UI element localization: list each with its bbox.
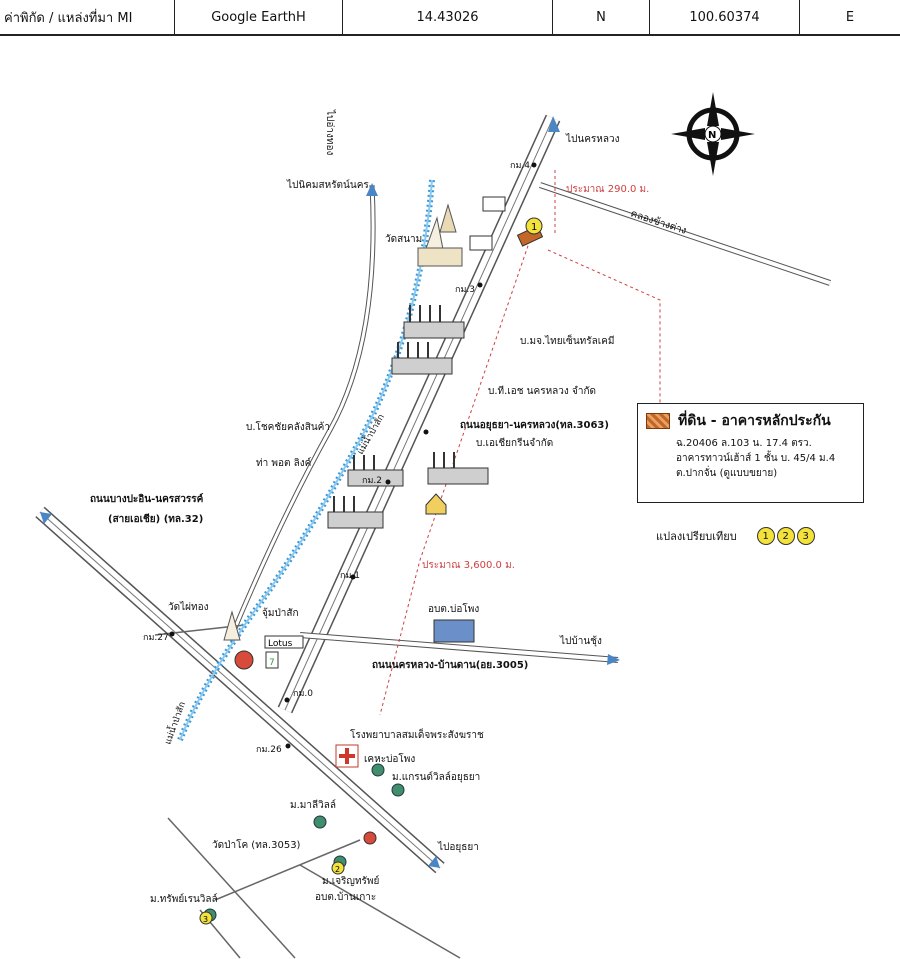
distance-lines xyxy=(379,170,661,716)
label-a-rian: บ.เอเชียกรีนจำกัด xyxy=(476,437,553,449)
label-km3: กม.3 xyxy=(455,285,475,295)
label-village-c: ม.เจริญทรัพย์ xyxy=(322,875,379,887)
legend-line-3: ต.ปากจั่น (ดูแบบขยาย) xyxy=(676,468,778,479)
label-km4: กม.4 xyxy=(510,161,530,171)
label-obt-ban-ko: อบต.บ้านเกาะ xyxy=(315,891,376,903)
arrow-se-icon xyxy=(428,856,440,868)
label-village-b: ม.มาลีวิลล์ xyxy=(290,799,336,811)
arrow-nw-icon xyxy=(40,512,52,524)
location-map: 1 xyxy=(35,92,831,959)
label-village-d: ม.ทรัพย์เรนวิลล์ xyxy=(150,893,218,905)
road-3005 xyxy=(299,632,620,665)
label-dist-3600: ประมาณ 3,600.0 ม. xyxy=(422,560,515,571)
label-km26: กม.26 xyxy=(256,745,282,755)
temple-icon xyxy=(417,203,463,267)
label-to-nakhon-luang: ไปนครหลวง xyxy=(565,133,620,145)
gas-station-icon xyxy=(363,831,377,845)
marker-1: 1 xyxy=(531,222,537,233)
legend-line-1: ฉ.20406 ล.103 น. 17.4 ตรว. xyxy=(676,438,812,449)
map-legend: ที่ดิน - อาคารหลักประกัน ฉ.20406 ล.103 น… xyxy=(637,403,864,503)
wat-phai-icon xyxy=(223,610,241,641)
label-canal: คลองข้างต่าง xyxy=(629,207,688,236)
label-tp-nakhon: บ.ที.เอช นครหลวง จำกัด xyxy=(488,385,596,397)
svg-text:2: 2 xyxy=(335,865,340,874)
factory-chimneys xyxy=(333,305,455,512)
label-to-ayutthaya: ไปอยุธยา xyxy=(437,841,479,853)
header-bar: ค่าพิกัด / แหล่งที่มา MI Google EarthH 1… xyxy=(0,0,900,36)
lotus-icon xyxy=(264,635,304,649)
longitude-direction: E xyxy=(845,9,855,25)
label-obt-bopong: อบต.บ่อโพง xyxy=(428,602,479,615)
comparison-legend: แปลงเปรียบเทียบ 1 2 3 xyxy=(656,527,815,545)
obt-building-icon xyxy=(433,619,475,643)
label-km27: กม.27 xyxy=(143,633,169,643)
label-hospital: โรงพยาบาลสมเด็จพระสังฆราช xyxy=(350,727,484,741)
label-port-link: ท่า พอต ลิงค์ xyxy=(256,457,311,469)
svg-text:7: 7 xyxy=(269,658,275,668)
label-wat-pa-road: วัดป่าโค (ทล.3053) xyxy=(212,838,301,851)
coord-source: Google EarthH xyxy=(175,0,343,34)
label-km1: กม.1 xyxy=(340,571,360,581)
label-to-nikhom: ไปนิคมสหรัตน์นคร xyxy=(286,179,369,191)
road-asia-highway xyxy=(35,506,445,874)
pasak-icon xyxy=(234,650,254,670)
road-3063 xyxy=(277,114,561,714)
legend-swatch xyxy=(646,413,670,429)
comparison-label: แปลงเปรียบเทียบ xyxy=(656,530,737,543)
label-road-32b: (สายเอเชีย) (ทล.32) xyxy=(108,513,203,525)
compare-markers: 2 3 xyxy=(199,861,345,925)
label-dist-290: ประมาณ 290.0 ม. xyxy=(566,184,649,195)
label-to-ang-thong: ไปอ่างทอง xyxy=(324,109,336,155)
label-road-32: ถนนบางปะอิน-นครสวรรค์ xyxy=(90,493,204,505)
legend-title: ที่ดิน - อาคารหลักประกัน xyxy=(678,413,831,429)
svg-text:3: 3 xyxy=(203,915,208,924)
coord-label: ค่าพิกัด / แหล่งที่มา MI xyxy=(0,0,175,34)
building-icon xyxy=(469,196,506,251)
subject-site: 1 xyxy=(516,217,544,247)
compass-icon: N xyxy=(671,92,755,176)
seven-eleven-icon xyxy=(265,651,279,669)
label-km2: กม.2 xyxy=(362,476,382,486)
label-to-ban-chung: ไปบ้านชุ้ง xyxy=(559,635,602,647)
label-village-a: ม.แกรนด์วิลล์อยุธยา xyxy=(392,771,480,783)
hospital-icon xyxy=(335,744,359,768)
latitude-direction: N xyxy=(553,0,650,34)
label-wat-sanam: วัดสนาม xyxy=(385,234,422,245)
arrow-east-icon xyxy=(607,654,620,665)
comparison-marker-3: 3 xyxy=(796,527,815,545)
label-road-3005: ถนนนครหลวง-บ้านดาน(อย.3005) xyxy=(372,659,528,671)
legend-line-2: อาคารทาวน์เฮ้าส์ 1 ชั้น บ. 45/4 ม.4 xyxy=(676,453,836,464)
label-km0: กม.0 xyxy=(293,689,313,699)
label-thai-shin: บ.มจ.ไทยเซ็นทรัลเคมี xyxy=(520,333,614,347)
svg-text:Lotus: Lotus xyxy=(268,639,293,649)
road-ang-thong xyxy=(227,183,378,641)
km-dots xyxy=(169,162,537,749)
label-jum-pasak: จุ้มป่าสัก xyxy=(262,607,299,619)
label-kheha: เคหะบ่อโพง xyxy=(364,752,415,765)
svg-text:N: N xyxy=(708,130,716,141)
road-canal xyxy=(539,182,831,286)
latitude: 14.43026 xyxy=(343,0,553,34)
arrow-ne-icon xyxy=(548,116,560,132)
river-pasak xyxy=(177,179,435,742)
label-chokchai: บ.โชคชัยคลังสินค้า xyxy=(246,420,330,433)
comparison-marker-1: 1 xyxy=(756,527,775,545)
longitude: 100.60374 xyxy=(650,0,800,34)
comparison-marker-2: 2 xyxy=(776,527,795,545)
label-road-3063: ถนนอยุธยา-นครหลวง(ทล.3063) xyxy=(460,420,609,431)
label-river-2: แม่น้ำป่าสัก xyxy=(161,700,188,746)
label-river: แม่น้ำป่าสัก xyxy=(353,411,387,456)
house-icon xyxy=(425,493,447,515)
label-wat-phai: วัดไผ่ทอง xyxy=(168,601,209,613)
